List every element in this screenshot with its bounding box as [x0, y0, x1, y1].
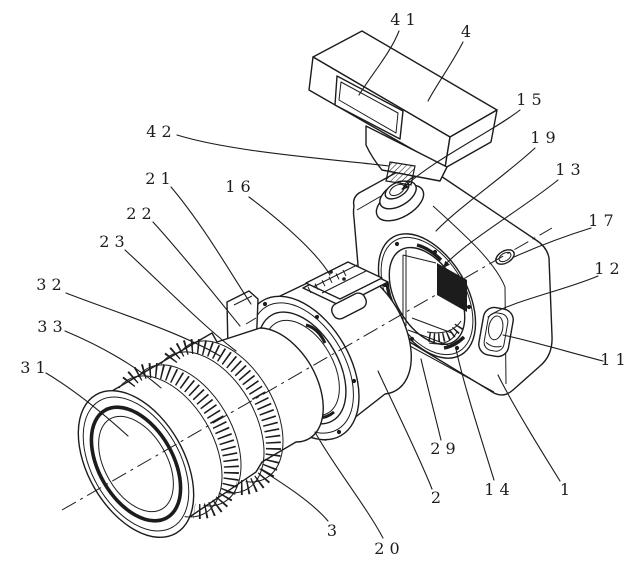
- leader-12: [487, 275, 599, 318]
- latch-knob: [488, 315, 504, 341]
- zoom-ring-knurl: [160, 338, 284, 495]
- mount-contacts: [426, 320, 463, 345]
- front-lens-element: [98, 415, 174, 513]
- leader-22: [152, 221, 241, 327]
- ref-label-21: 2 1: [145, 169, 170, 188]
- ref-label-2: 2: [431, 488, 441, 507]
- ref-label-31: 3 1: [20, 358, 45, 377]
- leader-42: [176, 134, 390, 167]
- leader-14: [455, 348, 495, 481]
- leader-19: [435, 147, 536, 232]
- leader-4: [427, 41, 464, 102]
- ref-label-42: 4 2: [146, 122, 171, 141]
- ref-label-17: 1 7: [588, 211, 613, 230]
- flash-mounting-foot: [385, 161, 416, 186]
- leader-lines: [45, 30, 604, 539]
- leader-32: [65, 292, 221, 357]
- focus-ring-knurl: [118, 362, 242, 519]
- leader-15: [401, 109, 521, 190]
- ref-label-14: 1 4: [484, 480, 509, 499]
- ref-label-15: 1 5: [516, 90, 541, 109]
- reference-labels: 4 1 4 1 5 1 9 1 3 1 7 1 2 1 1 1 1 4 2 9 …: [20, 10, 625, 558]
- ref-label-23: 2 3: [99, 232, 124, 251]
- leader-31: [45, 372, 129, 437]
- grip-recess: [478, 306, 514, 358]
- leader-23: [124, 249, 237, 352]
- ref-label-16: 1 6: [225, 177, 250, 196]
- lens-glass-bezel: [89, 405, 183, 523]
- leader-17: [513, 227, 592, 258]
- ref-label-13: 1 3: [555, 160, 580, 179]
- optical-axis-centerline: [61, 227, 553, 511]
- flash-window: [334, 75, 404, 140]
- shutter-window: [437, 263, 467, 312]
- leader-1: [497, 374, 561, 482]
- flash-neck: [365, 125, 448, 182]
- ref-label-19: 1 9: [530, 128, 555, 147]
- leader-3: [259, 468, 329, 522]
- leader-21: [170, 186, 252, 305]
- mount-interior: [402, 250, 467, 346]
- ref-label-11: 1 1: [600, 350, 625, 369]
- leader-15-arrow: [402, 182, 410, 190]
- shoe-front-ticks: [307, 269, 347, 294]
- top-button: [495, 249, 515, 265]
- leader-20: [314, 431, 384, 539]
- ref-label-12: 1 2: [594, 259, 619, 278]
- leader-2: [377, 370, 433, 490]
- leader-13: [442, 179, 559, 268]
- ref-label-4: 4: [461, 22, 471, 41]
- ref-label-33: 3 3: [37, 317, 62, 336]
- leader-33: [64, 330, 162, 389]
- leader-11: [502, 334, 604, 362]
- ref-label-29: 2 9: [430, 439, 455, 458]
- flash-unit: [308, 30, 498, 186]
- shutter-release-button: [375, 180, 425, 222]
- leader-29: [420, 358, 442, 441]
- leader-13-arrow: [443, 260, 450, 268]
- camera-front-right-corner-edge: [432, 205, 507, 385]
- adapter-hot-shoe: [302, 261, 389, 320]
- ref-label-1: 1: [560, 480, 570, 499]
- ref-label-41: 4 1: [390, 10, 415, 29]
- mount-screws: [382, 241, 472, 351]
- lens-assembly: [77, 327, 324, 539]
- camera-bottom-inner-edge: [409, 345, 495, 393]
- ref-label-20: 2 0: [374, 539, 399, 558]
- ref-label-22: 2 2: [126, 204, 151, 223]
- ref-label-3: 3: [327, 521, 337, 540]
- leader-41: [358, 30, 400, 96]
- ref-label-32: 3 2: [36, 275, 61, 294]
- leader-16: [248, 196, 331, 276]
